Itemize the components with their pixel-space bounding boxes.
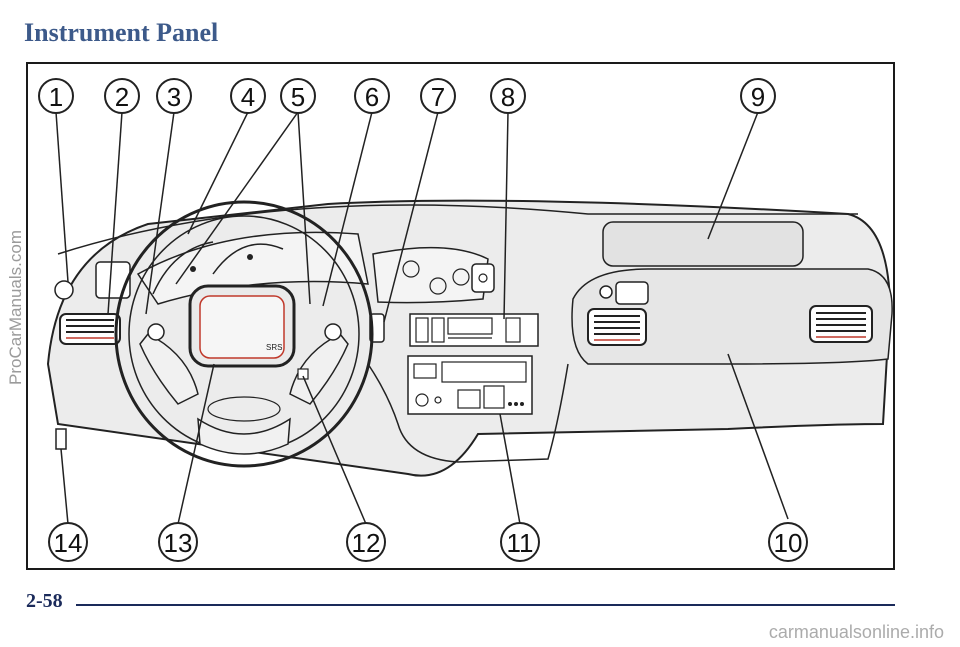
callout-14: 14 <box>48 522 88 562</box>
audio-system <box>407 355 533 415</box>
svg-text:12: 12 <box>352 528 381 558</box>
callout-7: 7 <box>420 78 456 114</box>
glovebox-lid <box>602 221 804 267</box>
passenger-vent <box>587 308 647 346</box>
svg-text:14: 14 <box>54 528 83 558</box>
instrument-panel-figure: SRS 1 2 3 4 5 <box>26 62 895 570</box>
svg-text:3: 3 <box>167 82 181 112</box>
svg-text:10: 10 <box>774 528 803 558</box>
callout-2: 2 <box>104 78 140 114</box>
callout-5: 5 <box>280 78 316 114</box>
airbag-hub: SRS <box>188 284 296 368</box>
svg-text:6: 6 <box>365 82 379 112</box>
side-vent-left <box>59 313 121 345</box>
instrument-panel-illustration: SRS 1 2 3 4 5 <box>38 78 893 562</box>
side-watermark: ProCarManuals.com <box>6 230 25 385</box>
page-number: 2-58 <box>26 590 63 612</box>
hood-release-lever <box>55 428 67 450</box>
climate-controls <box>409 313 539 347</box>
svg-text:7: 7 <box>431 82 445 112</box>
callout-4: 4 <box>230 78 266 114</box>
callout-3: 3 <box>156 78 192 114</box>
callout-8: 8 <box>490 78 526 114</box>
callout-6: 6 <box>354 78 390 114</box>
callout-13: 13 <box>158 522 198 562</box>
side-vent-right <box>809 305 873 343</box>
svg-text:4: 4 <box>241 82 255 112</box>
svg-text:2: 2 <box>115 82 129 112</box>
svg-text:13: 13 <box>164 528 193 558</box>
svg-text:5: 5 <box>291 82 305 112</box>
callout-11: 11 <box>500 522 540 562</box>
callout-1: 1 <box>38 78 74 114</box>
svg-text:8: 8 <box>501 82 515 112</box>
leader-lines <box>55 111 789 525</box>
footer-rule <box>76 604 895 606</box>
svg-text:11: 11 <box>507 528 534 558</box>
headlamp-switch <box>54 280 74 300</box>
callout-9: 9 <box>740 78 776 114</box>
bottom-watermark: carmanualsonline.info <box>768 622 944 642</box>
airbag-srs-label: SRS <box>266 343 282 352</box>
svg-text:9: 9 <box>751 82 765 112</box>
steering-wheel <box>114 200 374 468</box>
callout-10: 10 <box>768 522 808 562</box>
page-title: Instrument Panel <box>24 18 219 47</box>
svg-text:1: 1 <box>49 82 63 112</box>
callout-12: 12 <box>346 522 386 562</box>
